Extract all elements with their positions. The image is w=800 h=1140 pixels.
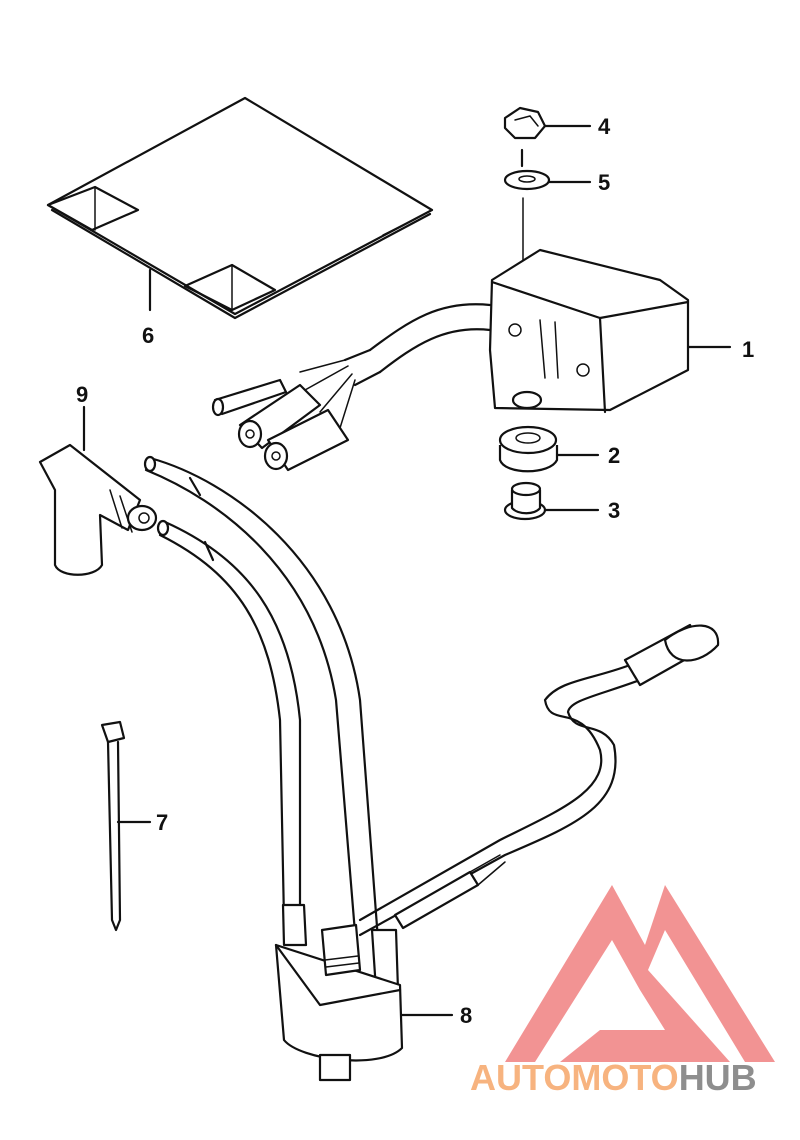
cdi-module <box>488 248 732 414</box>
callout-1: 1 <box>742 337 754 362</box>
spark-plug-cap <box>38 405 158 576</box>
callout-2: 2 <box>608 443 620 468</box>
callout-4: 4 <box>598 114 611 139</box>
callout-3: 3 <box>608 498 620 523</box>
nut <box>503 106 592 140</box>
grommet <box>498 425 600 473</box>
washer <box>503 148 592 191</box>
watermark-text: AUTOMOTOHUB <box>470 1057 757 1098</box>
watermark-text-moto: MOTO <box>571 1057 678 1098</box>
ignition-coil <box>143 455 454 1082</box>
callout-7: 7 <box>156 810 168 835</box>
callout-8: 8 <box>460 1003 472 1028</box>
module-harness <box>211 303 492 472</box>
watermark-logo <box>505 885 775 1062</box>
callout-6: 6 <box>142 323 154 348</box>
decal-sheet <box>46 96 434 320</box>
bushing <box>503 481 600 521</box>
watermark-text-hub: HUB <box>679 1057 757 1098</box>
callout-9: 9 <box>76 382 88 407</box>
watermark-text-auto: AUTO <box>470 1057 571 1098</box>
coil-primary-lead <box>358 623 720 937</box>
callout-5: 5 <box>598 170 610 195</box>
cable-tie <box>100 720 152 932</box>
